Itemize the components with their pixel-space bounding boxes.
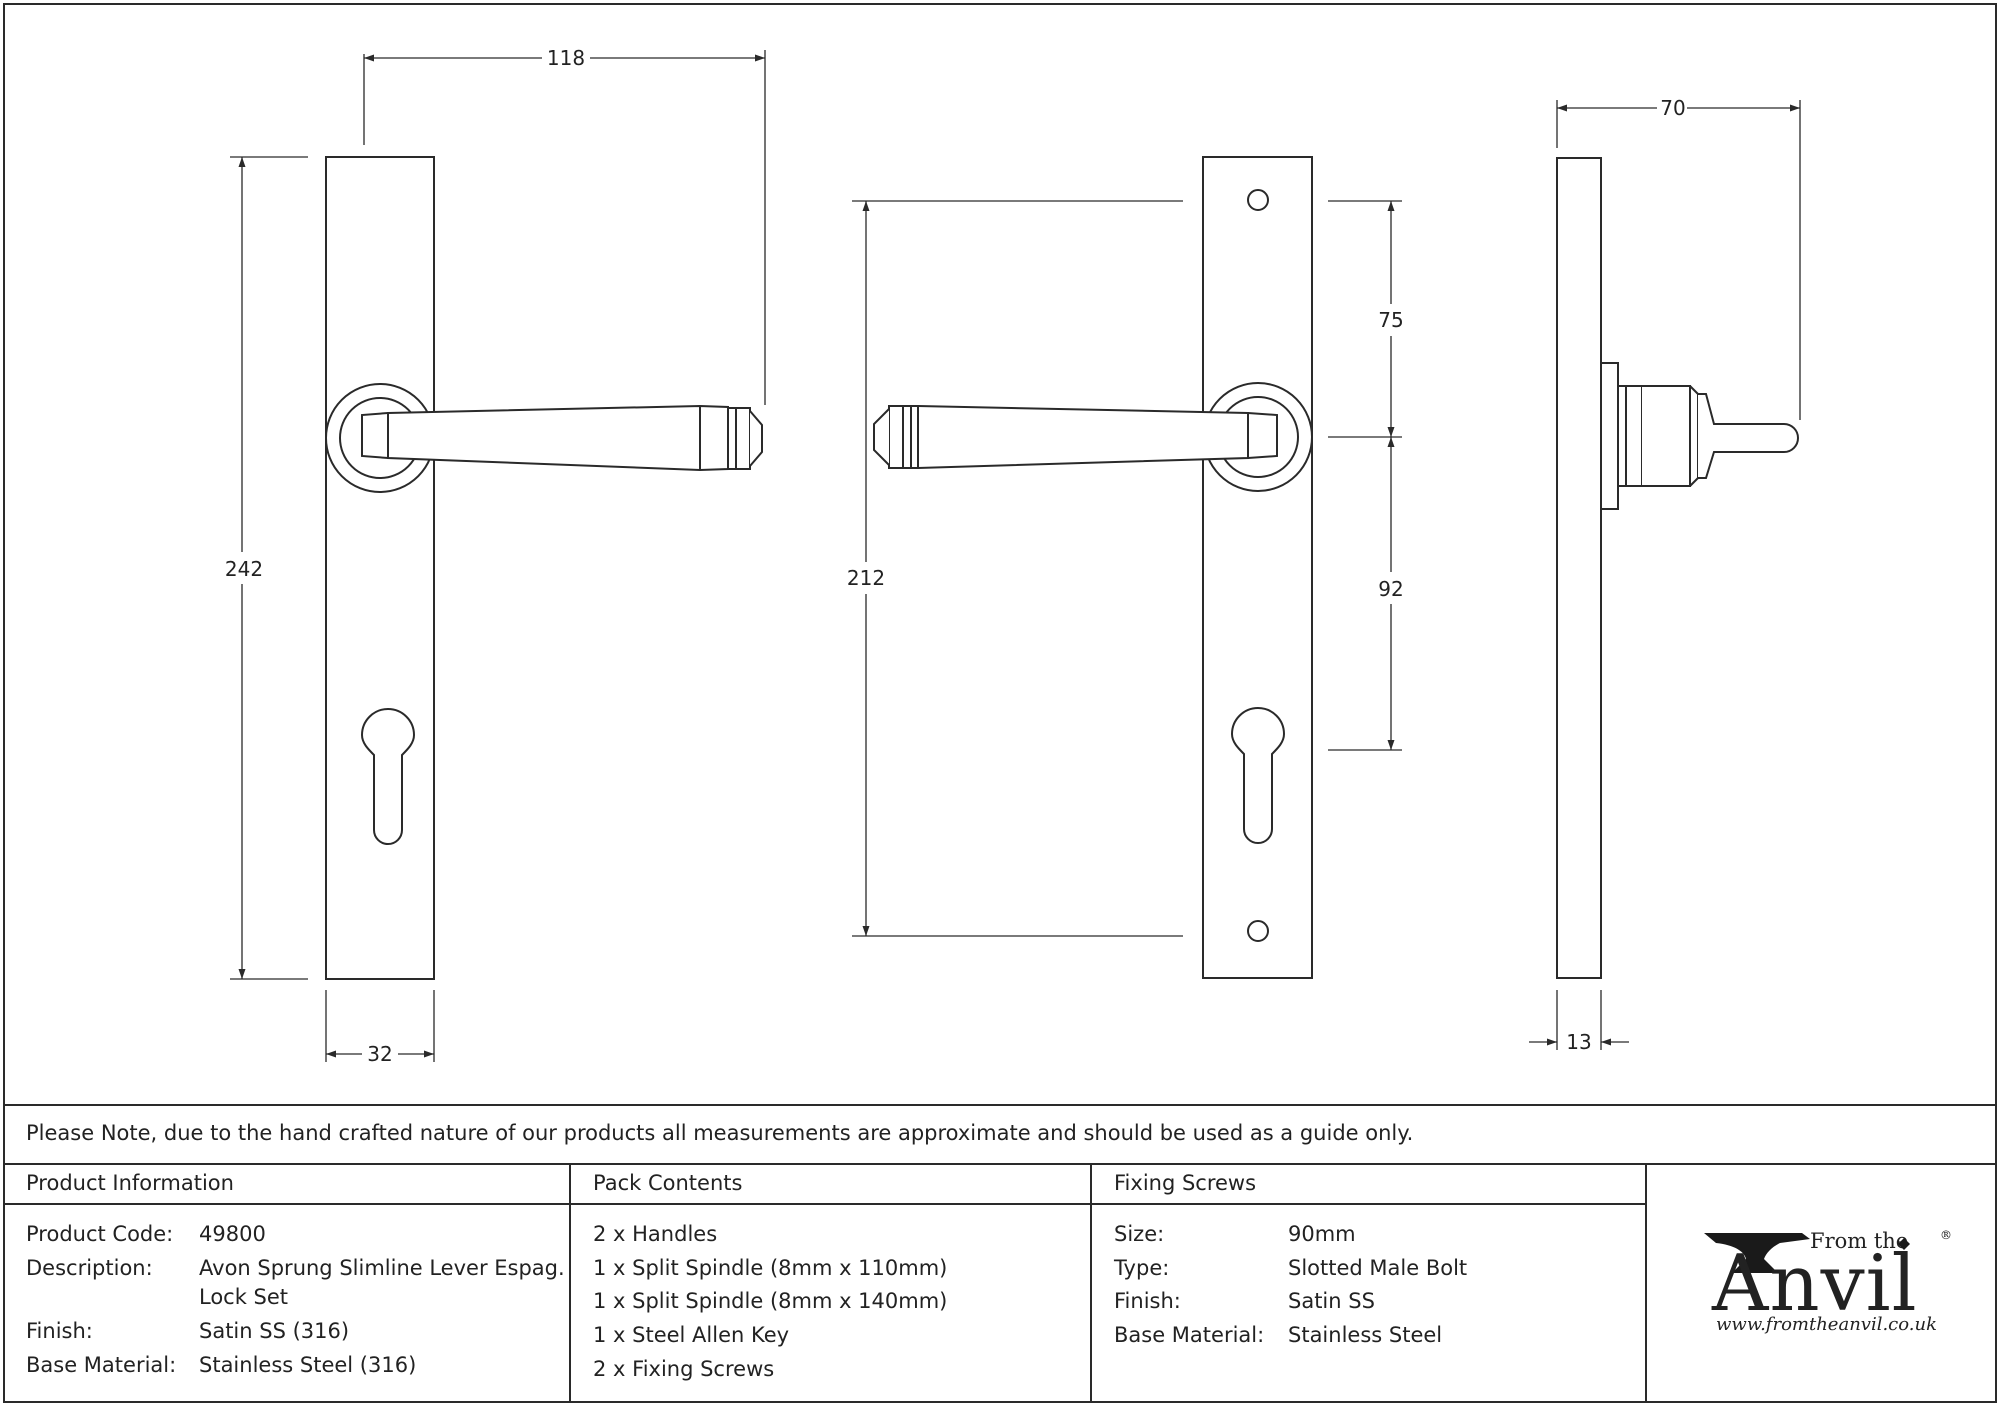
- finish-value: Satin SS (316): [199, 1319, 350, 1343]
- front-lever: [387, 404, 729, 472]
- back-view: [873, 156, 1313, 979]
- brand-url: www.fromtheanvil.co.uk: [1716, 1314, 1938, 1335]
- side-lever: [1698, 393, 1799, 479]
- dim-front-height-label: 242: [225, 557, 263, 581]
- list-item: 1 x Split Spindle (8mm x 140mm): [593, 1289, 948, 1313]
- back-lever: [891, 405, 1249, 469]
- brand-name: Anvil: [1712, 1239, 1918, 1329]
- side-boss: [1642, 385, 1691, 487]
- screw-type-value: Slotted Male Bolt: [1288, 1256, 1468, 1280]
- list-item: 1 x Split Spindle (8mm x 110mm): [593, 1256, 948, 1280]
- front-backplate: [325, 156, 435, 980]
- list-item: 2 x Handles: [593, 1222, 718, 1246]
- side-view: [1556, 157, 1799, 979]
- column-divider-1: [569, 1163, 571, 1403]
- brand-from-the: From the: [1810, 1229, 1909, 1253]
- side-backplate: [1556, 157, 1602, 979]
- dim-upper-spacing-label: 75: [1378, 308, 1403, 332]
- screw-size-label: Size:: [1114, 1222, 1165, 1246]
- base-material-value: Stainless Steel (316): [199, 1353, 417, 1377]
- dim-plate-width-label: 32: [367, 1042, 392, 1066]
- product-code-label: Product Code:: [26, 1222, 174, 1246]
- side-rose: [1600, 362, 1619, 510]
- front-view: [325, 156, 763, 980]
- description-value: Avon Sprung Slimline Lever Espag.: [199, 1256, 565, 1280]
- screw-size-value: 90mm: [1288, 1222, 1356, 1246]
- screw-finish-value: Satin SS: [1288, 1289, 1375, 1313]
- approximate-note: Please Note, due to the hand crafted nat…: [26, 1121, 1414, 1145]
- pack-contents-header: Pack Contents: [593, 1171, 743, 1195]
- screw-finish-label: Finish:: [1114, 1289, 1181, 1313]
- back-euro-cylinder-hole: [1230, 707, 1286, 844]
- column-divider-2: [1090, 1163, 1092, 1403]
- description-value-line2: Lock Set: [199, 1285, 289, 1309]
- back-backplate: [1202, 156, 1313, 979]
- column-divider-3: [1645, 1163, 1647, 1403]
- dim-front-width-label: 118: [547, 46, 585, 70]
- dim-lower-spacing-label: 92: [1378, 577, 1403, 601]
- anvil-icon: [1704, 1233, 1810, 1273]
- table-header-divider: [3, 1203, 1647, 1205]
- dim-side-projection-label: 70: [1660, 96, 1685, 120]
- description-label: Description:: [26, 1256, 153, 1280]
- fixing-screws-header: Fixing Screws: [1114, 1171, 1257, 1195]
- product-code-value: 49800: [199, 1222, 266, 1246]
- back-lever-tip: [888, 405, 912, 469]
- list-item: 2 x Fixing Screws: [593, 1357, 775, 1381]
- back-bottom-screw-hole: [1247, 920, 1269, 942]
- screw-base-material-label: Base Material:: [1114, 1323, 1265, 1347]
- screw-base-material-value: Stainless Steel: [1288, 1323, 1443, 1347]
- base-material-label: Base Material:: [26, 1353, 177, 1377]
- registered-mark: ®: [1940, 1228, 1952, 1242]
- table-divider: [3, 1163, 1997, 1165]
- list-item: 1 x Steel Allen Key: [593, 1323, 790, 1347]
- front-euro-cylinder-hole: [360, 708, 416, 845]
- technical-drawing: 118 242 32 212 75 92 70 13: [225, 46, 1801, 1066]
- table-top-border: [3, 1104, 1997, 1106]
- dim-side-depth-label: 13: [1566, 1030, 1591, 1054]
- drawing-frame: [3, 3, 1997, 1403]
- finish-label: Finish:: [26, 1319, 93, 1343]
- screw-type-label: Type:: [1114, 1256, 1170, 1280]
- diamond-icon: [1898, 1238, 1910, 1250]
- product-info-header: Product Information: [26, 1171, 234, 1195]
- dim-back-center-label: 212: [847, 566, 885, 590]
- front-lever-tip: [727, 407, 751, 470]
- back-top-screw-hole: [1247, 189, 1269, 211]
